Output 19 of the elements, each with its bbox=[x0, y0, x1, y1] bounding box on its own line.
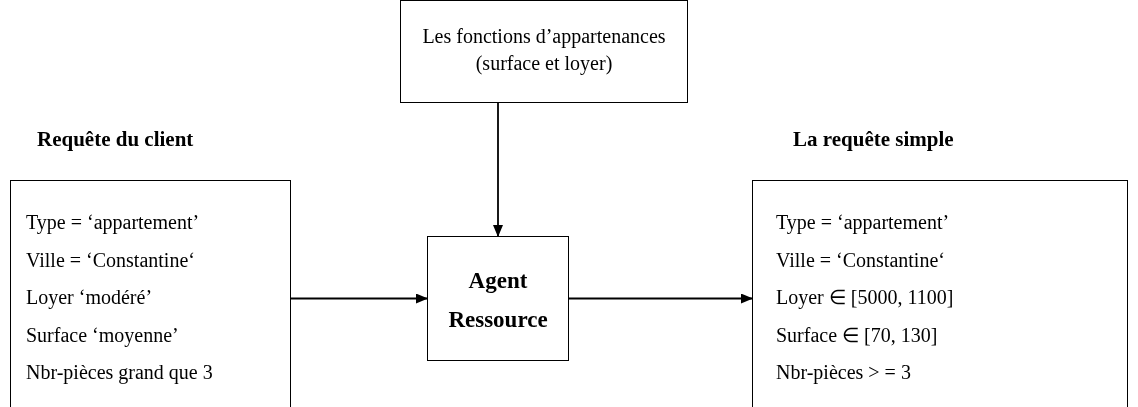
list-item: Ville = ‘Constantine‘ bbox=[776, 247, 945, 272]
box-text: Les fonctions d’appartenances (surface et loyer) bbox=[421, 24, 667, 77]
list-item: Loyer ‘modéré’ bbox=[26, 285, 153, 309]
box-text: Agent Ressource bbox=[447, 267, 549, 335]
list-item: Type = ‘appartement’ bbox=[776, 210, 950, 234]
list-item: Ville = ‘Constantine‘ bbox=[26, 247, 195, 272]
box-heading: Requête du client bbox=[37, 127, 194, 153]
box-heading: La requête simple bbox=[793, 127, 954, 153]
list-item: Nbr-pièces grand que 3 bbox=[26, 360, 213, 384]
arrow bbox=[568, 293, 753, 304]
list-item: Nbr-pièces > = 3 bbox=[776, 360, 911, 384]
process-box bbox=[400, 0, 688, 103]
arrow bbox=[290, 293, 428, 304]
list-item: Surface ∈ [70, 130] bbox=[776, 322, 938, 347]
list-item: Type = ‘appartement’ bbox=[26, 210, 200, 234]
arrow bbox=[493, 102, 503, 237]
list-item: Loyer ∈ [5000, 1100] bbox=[776, 285, 954, 309]
list-item: Surface ‘moyenne’ bbox=[26, 322, 179, 347]
agent-box bbox=[427, 236, 569, 361]
